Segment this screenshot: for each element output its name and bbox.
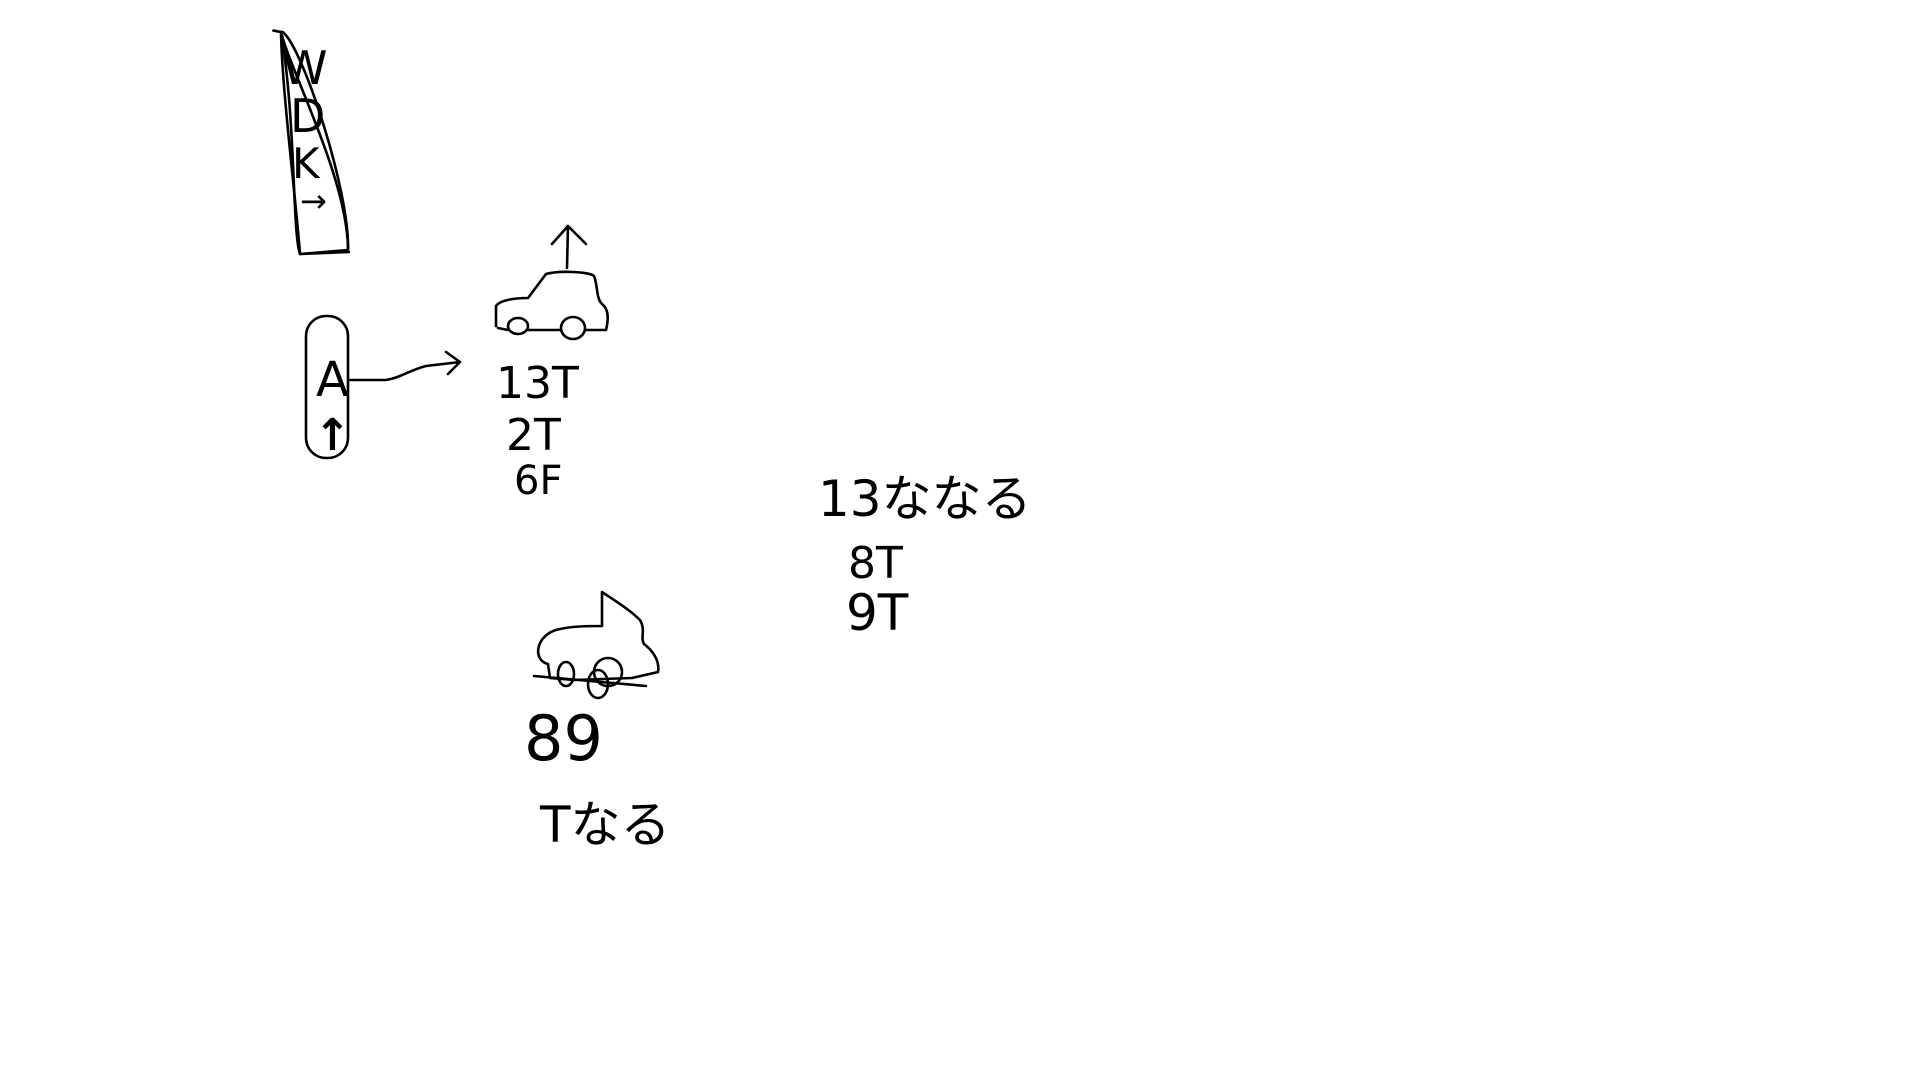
top-sign-line-1: W [282,41,327,95]
car-1-wheel-rear [559,315,587,341]
car-1-wheel-front [506,316,530,336]
lane-sign: A ↑ [304,314,462,461]
top-sign-line-2: D [290,89,325,143]
car-2-wheel-rear-2 [592,656,624,688]
lane-sign-outline [304,314,350,460]
top-sign-outline [272,29,350,256]
top-sign-line-4: → [300,182,327,220]
car-1-label-3: 6F [514,458,562,504]
car-2-strike-line [532,674,648,688]
center-notes-heading: 13ななる [818,470,1032,528]
car-2-wheel-front [556,660,576,688]
car-1-direction-arrow-shaft [565,224,570,270]
car-1-label-2: 2T [506,410,561,461]
top-sign-line-3: K [292,139,321,188]
car-2-label-2: Tなる [539,796,671,854]
car-1: 13T 2T 6F [494,224,610,504]
top-sign: W D K → [272,29,351,256]
car-1-direction-arrow-head [550,224,588,246]
car-1-label-1: 13T [496,358,579,409]
center-notes: 13ななる 8T 9T [818,470,1032,642]
car-2-label-1: 89 [524,702,603,775]
center-notes-label-1: 8T [848,538,903,589]
center-notes-label-2: 9T [846,584,909,642]
lane-to-car-arrow [348,350,462,382]
car-1-body [494,270,610,332]
lane-sign-arrow: ↑ [314,410,351,461]
lane-sign-letter: A [316,352,349,408]
car-2-body [536,590,660,682]
car-2: 89 Tなる [524,590,671,854]
car-2-wheel-rear-1 [586,668,610,700]
